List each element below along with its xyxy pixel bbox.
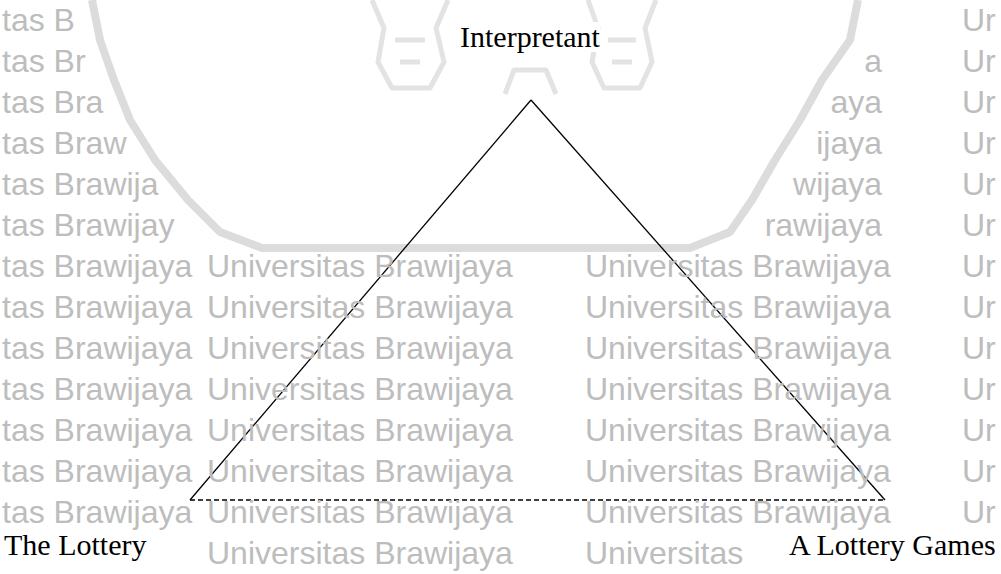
vertex-label: The Lottery bbox=[4, 530, 146, 560]
watermark-text: Universitas Brawijaya bbox=[207, 248, 513, 284]
watermark-text: tas Braw bbox=[2, 125, 126, 161]
semiotic-vertex: A Lottery Games bbox=[786, 500, 999, 562]
watermark-text: tas Brawijaya bbox=[2, 248, 192, 284]
watermark-text: ijaya bbox=[816, 125, 882, 161]
watermark-text: Ur bbox=[962, 330, 996, 366]
watermark-text: tas B bbox=[2, 2, 75, 38]
watermark-text: Universitas Brawijaya bbox=[207, 371, 513, 407]
vertex-label: A Lottery Games bbox=[789, 530, 996, 560]
watermark-text: Universitas Brawijaya bbox=[207, 453, 513, 489]
watermark-text: tas Brawijaya bbox=[2, 453, 192, 489]
watermark-text: Universitas Brawijaya bbox=[207, 494, 513, 530]
watermark-text: Universitas Brawijaya bbox=[585, 289, 891, 325]
watermark-text: tas Brawijaya bbox=[2, 289, 192, 325]
watermark-text: Universitas Brawijaya bbox=[585, 330, 891, 366]
watermark-text: Ur bbox=[962, 289, 996, 325]
watermark-text: tas Bra bbox=[2, 84, 103, 120]
watermark-text: aya bbox=[830, 84, 882, 120]
watermark-text: rawijaya bbox=[765, 207, 882, 243]
watermark-text: tas Brawijaya bbox=[2, 494, 192, 530]
watermark-text: Ur bbox=[962, 125, 996, 161]
watermark-text: tas Br bbox=[2, 43, 86, 79]
watermark-text: tas Brawijaya bbox=[2, 330, 192, 366]
watermark-text: Ur bbox=[962, 494, 996, 530]
watermark-text: Universitas bbox=[585, 535, 743, 571]
watermark-text: Ur bbox=[962, 371, 996, 407]
watermark-text: tas Brawija bbox=[2, 166, 159, 202]
watermark-text: Universitas Brawijaya bbox=[585, 494, 891, 530]
watermark-text: Ur bbox=[962, 166, 996, 202]
watermark-text: wijaya bbox=[793, 166, 882, 202]
watermark-text: Ur bbox=[962, 43, 996, 79]
watermark-text: a bbox=[864, 43, 882, 79]
watermark-text: Universitas Brawijaya bbox=[207, 289, 513, 325]
semiotic-vertex: The Lottery bbox=[0, 500, 190, 562]
watermark-text: Ur bbox=[962, 248, 996, 284]
watermark-text: Ur bbox=[962, 453, 996, 489]
watermark-text: Universitas Brawijaya bbox=[585, 371, 891, 407]
statue-figure bbox=[372, 0, 656, 94]
watermark-text: Universitas Brawijaya bbox=[207, 535, 513, 571]
watermark-text: tas Brawijaya bbox=[2, 371, 192, 407]
watermark-text: Universitas Brawijaya bbox=[207, 412, 513, 448]
watermark-text: Universitas Brawijaya bbox=[585, 412, 891, 448]
watermark-text: Ur bbox=[962, 2, 996, 38]
watermark-text: Ur bbox=[962, 207, 996, 243]
watermark-text: Universitas Brawijaya bbox=[207, 330, 513, 366]
logo-outline bbox=[92, 0, 858, 248]
relation-line bbox=[190, 100, 531, 500]
watermark-text: Universitas Brawijaya bbox=[585, 453, 891, 489]
vertex-label: Interpretant bbox=[460, 22, 600, 52]
watermark-text: Ur bbox=[962, 84, 996, 120]
watermark-text: tas Brawijaya bbox=[2, 412, 192, 448]
watermark-text: Universitas Brawijaya bbox=[585, 248, 891, 284]
watermark-text: tas Brawijay bbox=[2, 207, 175, 243]
semiotic-vertex: Interpretant bbox=[460, 22, 602, 100]
watermark-text: Ur bbox=[962, 412, 996, 448]
